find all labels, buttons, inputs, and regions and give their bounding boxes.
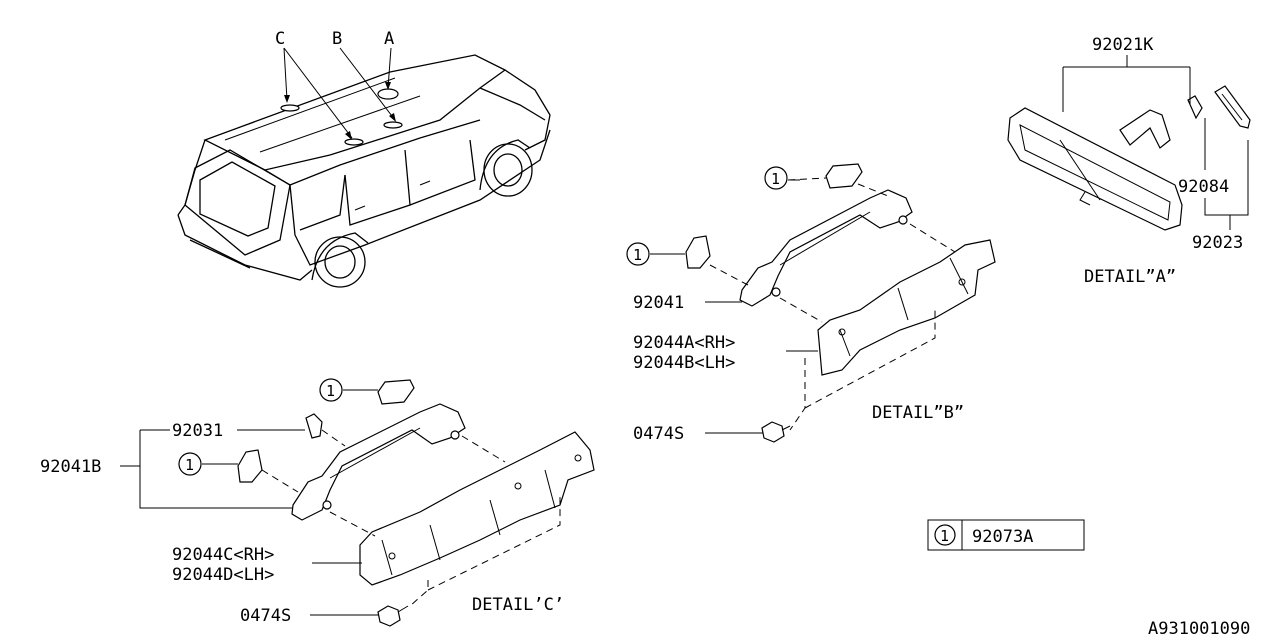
legend-num: 1	[940, 527, 949, 545]
callout-b-label: B	[332, 29, 342, 49]
detail-c-circle-top: 1	[326, 382, 335, 400]
detail-a-mirror	[1007, 55, 1251, 231]
vehicle-illustration	[177, 54, 551, 288]
detail-a-title: DETAIL”A”	[1084, 267, 1176, 287]
detail-c-part-cap: 92031	[172, 421, 223, 441]
detail-a-part-bracket: 92023	[1192, 233, 1243, 253]
detail-a-part-cover: 92084	[1178, 177, 1229, 197]
detail-b-part-bolt: 0474S	[633, 424, 684, 444]
detail-b-part-base-rh: 92044A<RH>	[633, 333, 735, 353]
diagram-id: A931001090	[1148, 619, 1250, 639]
detail-b-part-grip: 92041	[633, 293, 684, 313]
detail-b-circle-top: 1	[771, 170, 780, 188]
legend-box	[927, 519, 1085, 551]
detail-b-part-base-lh: 92044B<LH>	[633, 353, 735, 373]
legend-part: 92073A	[972, 527, 1033, 547]
callout-c-label: C	[275, 29, 285, 49]
detail-a-part-mirror: 92021K	[1092, 35, 1154, 55]
detail-b-circle-left: 1	[633, 246, 642, 264]
detail-c-part-base-lh: 92044D<LH>	[172, 565, 274, 585]
detail-b-assembly	[626, 163, 996, 443]
callout-a-label: A	[384, 29, 394, 49]
detail-c-title: DETAIL’C’	[472, 595, 564, 615]
detail-c-assembly	[120, 378, 595, 627]
detail-c-circle-left: 1	[185, 456, 194, 474]
detail-c-part-bolt: 0474S	[240, 606, 291, 626]
vehicle-callouts	[283, 47, 396, 140]
detail-c-part-grip: 92041B	[40, 457, 101, 477]
detail-c-part-base-rh: 92044C<RH>	[172, 545, 274, 565]
detail-b-title: DETAIL”B”	[872, 403, 964, 423]
